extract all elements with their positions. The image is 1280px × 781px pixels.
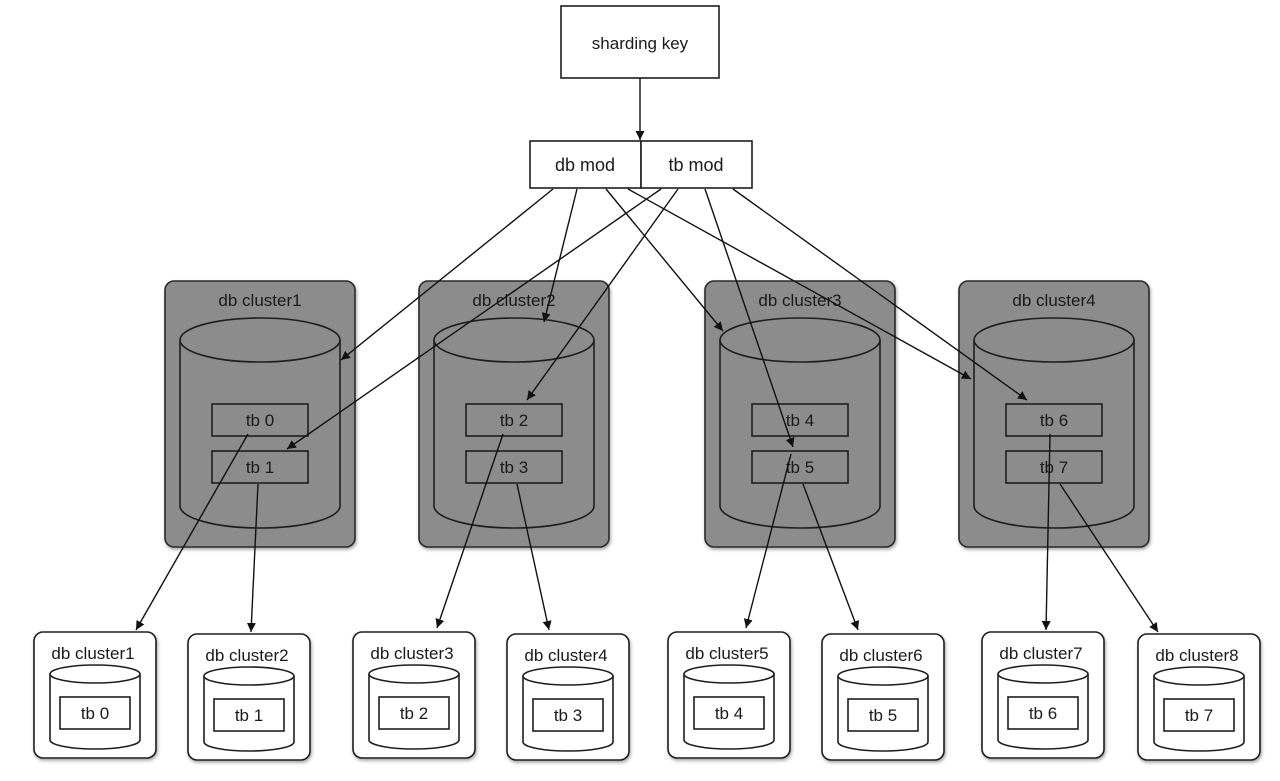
table-label: tb 2 <box>400 704 428 723</box>
table-label: tb 1 <box>246 458 274 477</box>
table-label: tb 6 <box>1040 411 1068 430</box>
table-box: tb 4 <box>751 403 849 437</box>
cluster-title: db cluster1 <box>218 291 301 310</box>
table-label: tb 2 <box>500 411 528 430</box>
table-label: tb 0 <box>81 704 109 723</box>
table-label: tb 6 <box>1029 704 1057 723</box>
edge-tb0-target1 <box>135 433 249 631</box>
table-box: tb 6 <box>1005 403 1103 437</box>
edge-tb6-target7 <box>1041 433 1051 631</box>
target-cluster: db cluster6 tb 5 <box>821 633 945 761</box>
table-label: tb 1 <box>235 706 263 725</box>
cluster-title: db cluster4 <box>1012 291 1095 310</box>
table-label: tb 0 <box>246 411 274 430</box>
edge-tb5-target6 <box>802 483 860 631</box>
table-box: tb 1 <box>213 698 285 732</box>
edge-tbmod-tb6 <box>732 188 1028 401</box>
edge-tb3-target4 <box>516 483 552 631</box>
edge-dbmod-cluster4 <box>627 188 972 380</box>
table-box: tb 0 <box>59 696 131 730</box>
table-label: tb 5 <box>786 458 814 477</box>
table-box: tb 3 <box>532 698 604 732</box>
mod-node: db mod tb mod <box>529 140 753 189</box>
edges <box>135 78 1159 633</box>
edge-tb2-target3 <box>435 433 504 629</box>
table-box: tb 2 <box>465 403 563 437</box>
edge-tbmod-tb5 <box>704 188 795 448</box>
table-label: tb 7 <box>1185 706 1213 725</box>
db-cluster-panel: db cluster2 tb 2 tb 3 <box>418 280 610 548</box>
table-box: tb 2 <box>378 696 450 730</box>
table-box: tb 4 <box>693 696 765 730</box>
table-box: tb 5 <box>751 450 849 484</box>
target-cluster: db cluster3 tb 2 <box>352 631 476 759</box>
tb-mod-label: tb mod <box>668 155 723 175</box>
edge-tbmod-tb1 <box>286 188 662 450</box>
table-label: tb 5 <box>869 706 897 725</box>
target-cluster: db cluster1 tb 0 <box>33 631 157 759</box>
target-title: db cluster6 <box>839 646 922 665</box>
table-box: tb 1 <box>211 450 309 484</box>
target-title: db cluster8 <box>1155 646 1238 665</box>
table-box: tb 5 <box>847 698 919 732</box>
tb-mod-box <box>640 140 753 189</box>
target-title: db cluster5 <box>685 644 768 663</box>
table-label: tb 3 <box>554 706 582 725</box>
target-cluster: db cluster2 tb 1 <box>187 633 311 761</box>
cluster-title: db cluster2 <box>472 291 555 310</box>
edge-tbmod-tb2 <box>526 188 679 401</box>
table-box: tb 6 <box>1007 696 1079 730</box>
table-label: tb 4 <box>715 704 743 723</box>
edge-dbmod-cluster2 <box>541 188 578 323</box>
table-box: tb 7 <box>1163 698 1235 732</box>
database-cylinder-icon <box>837 666 929 752</box>
target-title: db cluster2 <box>205 646 288 665</box>
table-label: tb 7 <box>1040 458 1068 477</box>
target-cluster: db cluster5 tb 4 <box>667 631 791 759</box>
edge-tb4-target5 <box>743 453 792 629</box>
db-cluster-panel: db cluster4 tb 6 tb 7 <box>958 280 1150 548</box>
target-cluster: db cluster7 tb 6 <box>981 631 1105 759</box>
db-cluster-panel: db cluster1 tb 0 tb 1 <box>164 280 356 548</box>
table-label: tb 4 <box>786 411 814 430</box>
target-title: db cluster7 <box>999 644 1082 663</box>
sharding-key-node: sharding key <box>560 5 720 79</box>
db-mod-label: db mod <box>555 155 615 175</box>
target-title: db cluster1 <box>51 644 134 663</box>
table-box: tb 0 <box>211 403 309 437</box>
edge-dbmod-cluster3 <box>605 188 724 332</box>
edge-dbmod-cluster1 <box>340 188 554 361</box>
sharding-key-label: sharding key <box>592 34 689 53</box>
target-cluster: db cluster4 tb 3 <box>506 633 630 761</box>
target-cluster: db cluster8 tb 7 <box>1137 633 1261 761</box>
edge-tb7-target8 <box>1059 483 1159 633</box>
table-box: tb 7 <box>1005 450 1103 484</box>
target-title: db cluster4 <box>524 646 607 665</box>
db-mod-box <box>529 140 642 189</box>
edge-tb1-target2 <box>246 483 259 633</box>
table-box: tb 3 <box>465 450 563 484</box>
table-label: tb 3 <box>500 458 528 477</box>
target-title: db cluster3 <box>370 644 453 663</box>
